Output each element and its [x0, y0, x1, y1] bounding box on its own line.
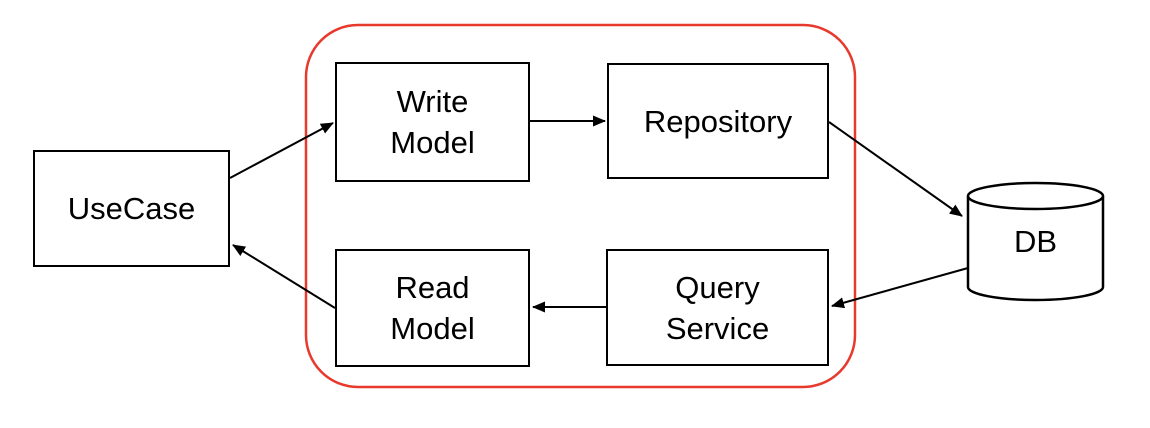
- node-repository-label: Repository: [643, 103, 793, 139]
- arrow-usecase-to-write-model: [229, 122, 334, 179]
- node-db-label: DB: [1013, 224, 1058, 259]
- node-repository: Repository: [607, 63, 829, 179]
- node-read-model-label: Read Model: [390, 270, 475, 346]
- node-write-model-label: Write Model: [390, 84, 475, 160]
- node-usecase: UseCase: [33, 150, 230, 267]
- node-usecase-label: UseCase: [67, 191, 196, 226]
- node-read-model: Read Model: [335, 249, 530, 367]
- node-write-model: Write Model: [335, 62, 530, 182]
- arrow-db-to-query-service: [831, 267, 969, 309]
- node-query-service-label: Query Service: [665, 269, 770, 346]
- node-query-service: Query Service: [606, 249, 829, 366]
- database-cylinder-icon: [966, 181, 1105, 302]
- node-db: DB: [968, 198, 1103, 286]
- arrow-read-model-to-usecase: [232, 244, 336, 309]
- arrow-repository-to-db: [828, 121, 963, 217]
- boundary-box: [304, 23, 857, 389]
